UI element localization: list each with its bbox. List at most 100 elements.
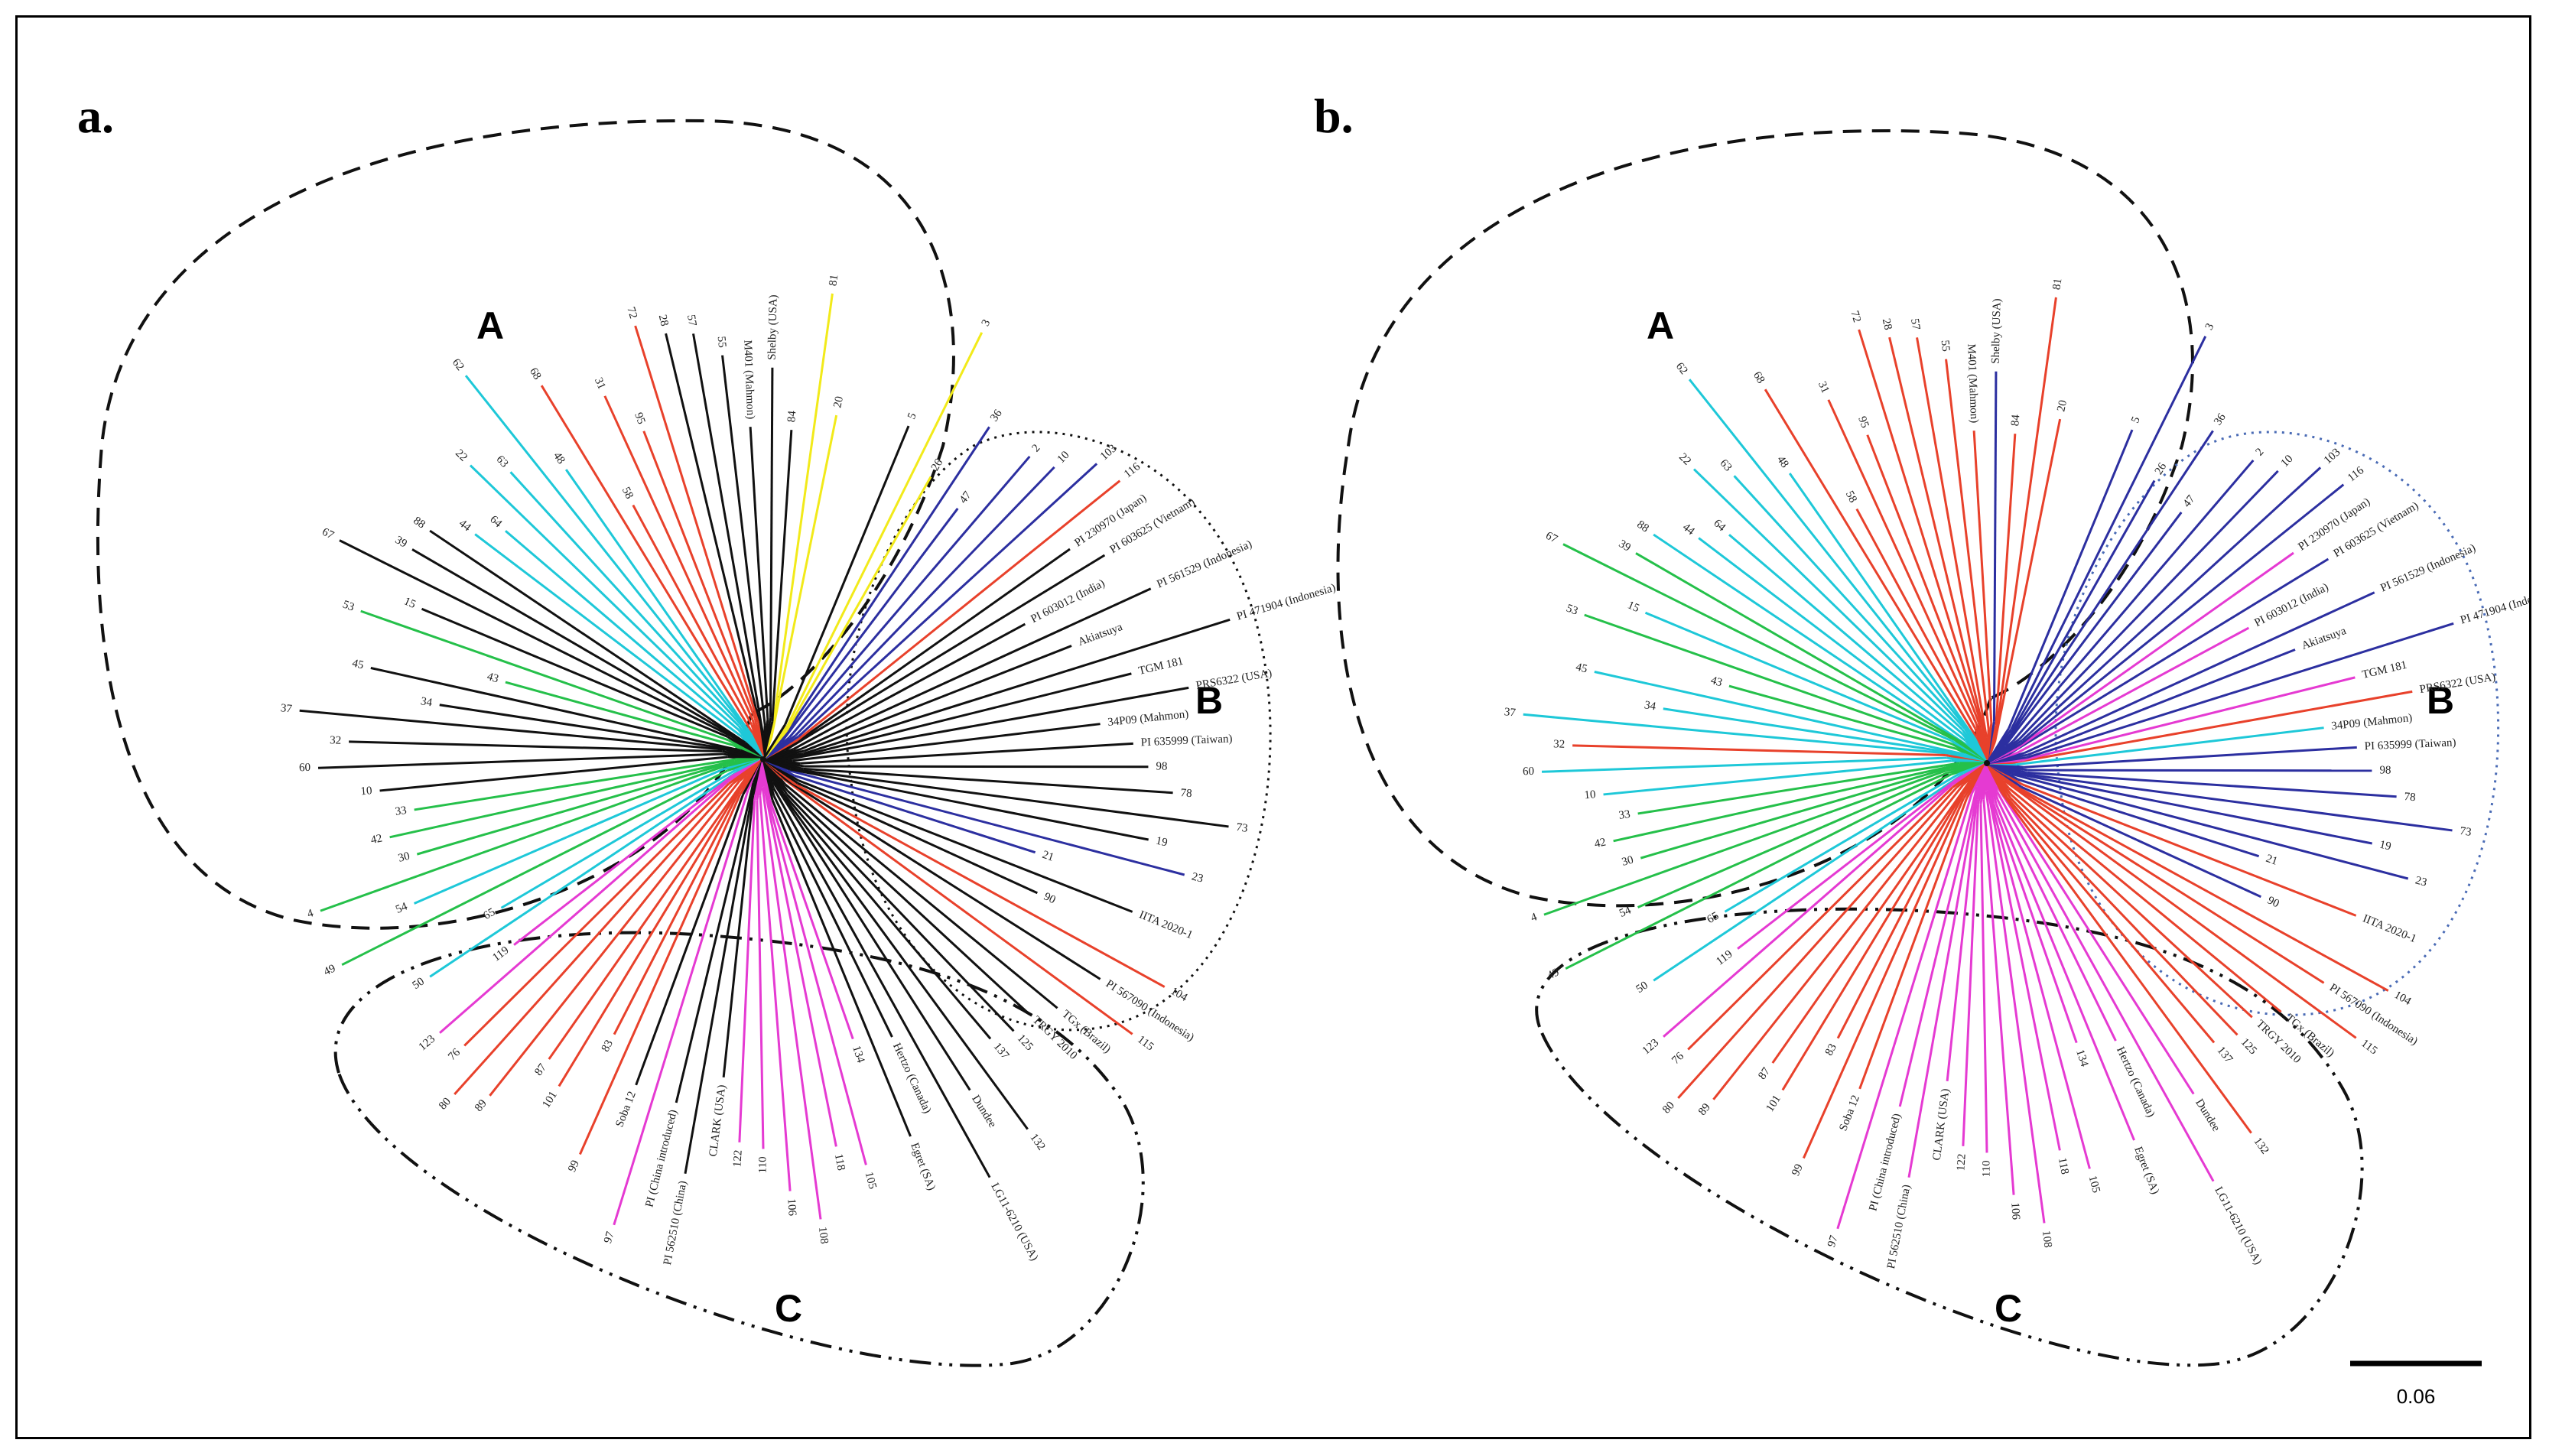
tree-tip-label: 115 <box>1135 1033 1156 1053</box>
tree-tip-label: 36 <box>2212 411 2229 427</box>
tree-branch <box>1986 790 2061 1151</box>
tree-tip-label: 47 <box>2181 493 2198 510</box>
tree-branch <box>1992 803 2078 1044</box>
tree-tip-label: 89 <box>473 1097 489 1114</box>
tree-tip-label: 90 <box>2265 894 2281 910</box>
tree-tip-label: 134 <box>2073 1048 2090 1069</box>
tree-branch <box>770 414 838 739</box>
tree-branch <box>2004 512 2183 747</box>
group-a-label-panel-b: A <box>1647 304 1674 347</box>
tree-tip-label: 5 <box>905 411 919 421</box>
tree-branch <box>2027 771 2397 798</box>
tree-branch <box>777 788 1029 1130</box>
tree-branch <box>2018 470 2279 740</box>
tree-branch <box>2021 785 2261 899</box>
tree-tip-label: 101 <box>540 1089 559 1110</box>
tree-branch <box>1858 329 1983 726</box>
tree-branch <box>341 769 729 967</box>
tree-branch <box>2021 783 2357 917</box>
tree-tip-label: 67 <box>1543 530 1559 546</box>
tree-branch <box>2010 336 2207 730</box>
group-b-outline-panel-a <box>845 431 1272 1032</box>
tree-branch <box>1737 778 1958 950</box>
tree-branch <box>1996 799 2117 1042</box>
tree-branch <box>794 774 1036 854</box>
tree-tip-label: 42 <box>1593 836 1607 850</box>
tree-tip-label: 137 <box>991 1041 1012 1062</box>
tree-tip-label: 31 <box>592 375 608 391</box>
tree-tip-label: 88 <box>1634 518 1650 535</box>
tree-branch <box>1962 804 1980 1146</box>
tree-branch <box>684 787 755 1174</box>
tree-tip-label: 64 <box>487 513 504 530</box>
tree-branch <box>762 786 837 1147</box>
tree-tip-label: PRS6322 (USA) <box>1195 668 1273 693</box>
tree-branch <box>2021 466 2322 742</box>
tree-tip-label: Akiatsuya <box>1076 621 1124 648</box>
tree-branch <box>798 769 1229 828</box>
tree-tip-label: 68 <box>1751 369 1767 385</box>
tree-tip-label: 67 <box>320 526 336 542</box>
tree-branch <box>1995 434 2017 726</box>
tree-tip-label: 2 <box>1029 442 1042 454</box>
tree-tip-label: 3 <box>2203 321 2217 332</box>
group-c-outline-panel-b <box>1535 907 2364 1367</box>
tree-tip-label: 48 <box>1774 453 1791 470</box>
tree-branch <box>721 355 766 726</box>
tree-tip-label: 57 <box>684 314 698 327</box>
tree-branch <box>800 587 1152 751</box>
tree-branch <box>505 530 740 731</box>
scale-bar-label: 0.06 <box>2397 1385 2436 1408</box>
tree-tip-label: 101 <box>1764 1093 1783 1114</box>
tree-tip-label: 34 <box>1644 699 1657 713</box>
tree-tip-label: PI 635999 (Taiwan) <box>1140 733 1232 749</box>
tree-branch <box>795 466 1055 736</box>
tree-branch <box>2021 676 2356 762</box>
tree-branch <box>429 769 741 978</box>
tree-tip-label: 34 <box>420 695 434 709</box>
tree-tip-label: 76 <box>446 1046 463 1063</box>
tree-tip-label: M401 (Mahmon) <box>741 340 756 419</box>
tree-tip-label: 10 <box>2279 453 2296 470</box>
tree-branch <box>1523 713 1950 755</box>
tree-tip-label: 65 <box>481 906 497 922</box>
tree-tip-label: 122 <box>731 1149 744 1167</box>
tree-branch <box>749 427 769 720</box>
tree-tip-label: 10 <box>360 785 372 798</box>
tree-tip-label: PI 603625 (Vietnam) <box>1108 496 1198 556</box>
tree-tip-label: 44 <box>1680 521 1697 538</box>
tree-tip-label: 105 <box>2086 1175 2102 1194</box>
tree-tip-label: PI 603012 (India) <box>2252 581 2330 629</box>
tree-tip-label: 42 <box>369 832 383 847</box>
tree-tip-label: 39 <box>1617 538 1633 554</box>
tree-tip-label: 123 <box>1640 1037 1662 1058</box>
tree-tip-label: 80 <box>437 1096 454 1113</box>
tree-branch <box>1788 473 1976 739</box>
tree-branch <box>1733 475 1966 730</box>
tree-branch <box>558 783 743 1087</box>
tree-branch <box>1644 611 1952 742</box>
tree-tip-label: 72 <box>624 306 639 320</box>
tree-tip-label: Egret (SA) <box>908 1141 938 1192</box>
tree-branch <box>2024 591 2375 755</box>
tree-tip-label: 15 <box>402 595 418 611</box>
tree-tip-label: Soba 12 <box>1837 1094 1862 1133</box>
tree-branch <box>613 789 749 1226</box>
tree-branch <box>761 787 822 1220</box>
tree-tip-label: 65 <box>1705 910 1721 926</box>
tree-root-node <box>760 756 766 762</box>
tree-branch <box>489 780 741 1097</box>
tree-tip-label: 39 <box>393 534 409 550</box>
tree-branch <box>1572 744 1946 757</box>
tree-branch <box>1687 786 1954 1051</box>
tree-branch <box>1653 533 1970 748</box>
tree-branch <box>2009 479 2156 735</box>
tree-tip-label: 78 <box>2404 791 2416 804</box>
tree-branch <box>2016 726 2324 766</box>
tree-branch <box>411 548 739 739</box>
tree-branch <box>389 759 736 839</box>
tree-tip-label: 84 <box>785 410 798 423</box>
tree-tip-label: 103 <box>2322 446 2343 466</box>
